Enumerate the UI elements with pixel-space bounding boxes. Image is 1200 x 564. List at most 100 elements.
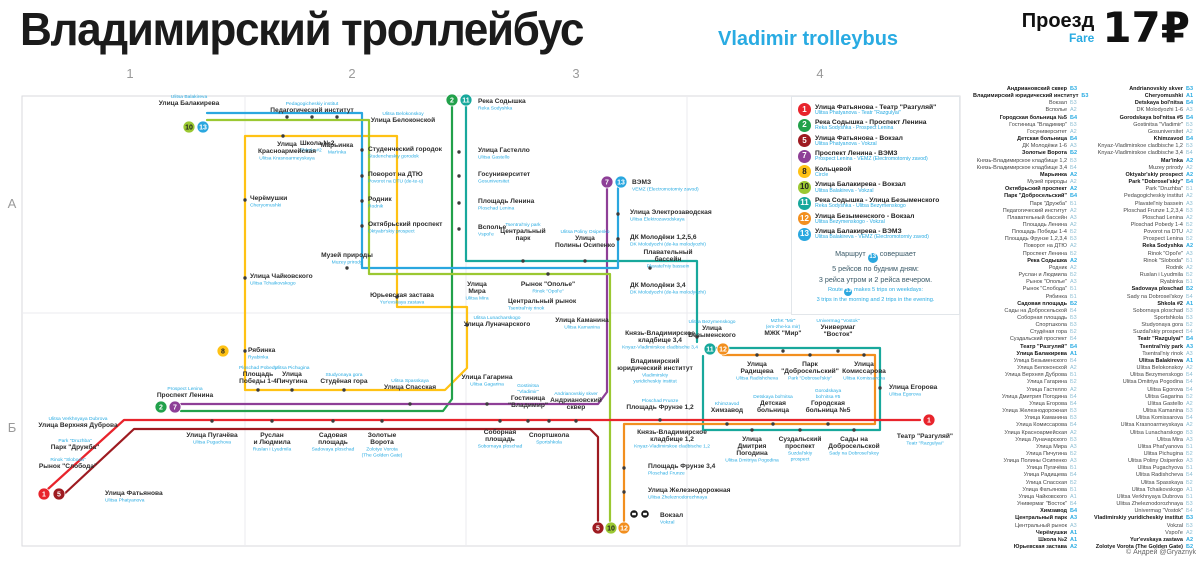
station-tick [808, 353, 812, 357]
route-13-note: Маршрут 13 совершает 5 рейсов по будним … [791, 248, 960, 305]
legend-route-name-ru: Проспект Ленина - ВЭМЗ [815, 150, 898, 158]
fare-label-en: Fare [1068, 31, 1095, 45]
index-entry-name: Городская больница №5 [999, 114, 1067, 121]
index-entry-grid-ref: Б3 [1070, 86, 1078, 92]
station-label: Рынок "Слобода" [39, 462, 97, 470]
index-entry-grid-ref: Б3 [1081, 93, 1089, 100]
route-terminus-number: 12 [620, 525, 628, 532]
station-tick [695, 335, 699, 339]
index-entry-grid-ref: Б3 [1070, 100, 1077, 107]
legend-route-name-en: Ulitsa Bezymenskogo - Vokzal [815, 218, 885, 225]
station-label: Марьинка [321, 142, 354, 149]
index-entry-grid-ref: Б3 [1186, 515, 1194, 522]
station-tick [395, 295, 399, 299]
route-terminus-number: 1 [42, 491, 46, 498]
route-terminus-badge [617, 521, 631, 535]
index-entry-name: Рынок "Ополье" [1026, 279, 1067, 286]
station-tick [243, 349, 247, 353]
station-tick [360, 174, 364, 178]
station-tick [342, 388, 346, 392]
index-entry-name: Улица Фатьянова [1022, 486, 1067, 493]
station-tick [285, 115, 289, 119]
grid-column-label: 2 [348, 66, 355, 81]
index-entry-grid-ref: Б4 [1186, 508, 1193, 515]
index-entry-name: Улица Пичугина [1026, 450, 1067, 457]
index-entry-name: Улица Красноармейская [1004, 429, 1067, 436]
station-tick [616, 212, 620, 216]
station-label-en: MZhK "Mir"(em-zhe-ka mir) [766, 318, 801, 330]
station-tick [750, 428, 754, 432]
index-entry-grid-ref: А2 [1070, 128, 1077, 135]
index-entry: Универмаг "Восток"Б4 [973, 501, 1082, 508]
index-entry-grid-ref: Б1 [1186, 493, 1193, 500]
station-tick [521, 259, 525, 263]
index-entry-name: Улица Дмитрия Погодина [1001, 393, 1067, 400]
index-entry-name: Родник [1048, 264, 1067, 271]
index-entry-grid-ref: А1 [1070, 493, 1077, 500]
station-label: Река Содышка [478, 98, 526, 105]
index-entry-name: Ulitsa Mira [1157, 436, 1183, 443]
index-entry-name: Park "Dobrosel'skiy" [1128, 179, 1183, 186]
index-entry-name: Улица Луначарского [1015, 436, 1067, 443]
station-label: Улица Каманина [555, 317, 609, 324]
index-entry-name: Ulitsa Krasnoarmeyskaya [1120, 422, 1183, 429]
index-entry-grid-ref: Б4 [1070, 136, 1078, 143]
index-entry-grid-ref: Б4 [1186, 386, 1193, 393]
station-label-en: Shkola #2 [300, 148, 322, 154]
station-tick [658, 418, 662, 422]
station-label-en: Mar'inka [328, 150, 347, 156]
index-entry-grid-ref: Б4 [1070, 164, 1077, 171]
station-tick [256, 388, 260, 392]
index-entry-name: Улица Гастелло [1026, 386, 1068, 393]
route-terminus-number: 5 [596, 525, 600, 532]
index-entry-name: Князь-Владимирское кладбище 3,4 [976, 164, 1067, 171]
station-label: Студёная гора [320, 378, 368, 385]
station-label: Рынок "Ополье" [521, 281, 575, 288]
station-label: Юрьевская застава [370, 292, 434, 299]
station-tick [360, 224, 364, 228]
index-entry-grid-ref: Б1 [1186, 186, 1193, 193]
index-entry-name: Юрьевская застава [1013, 544, 1067, 550]
index-entry-name: Улица Гагарина [1026, 379, 1067, 386]
station-label-en: Ploschad Frunze [642, 398, 679, 404]
station-tick [243, 198, 247, 202]
index-entry-grid-ref: А1 [1186, 93, 1194, 100]
index-entry-name: Студёная гора [1029, 329, 1067, 336]
station-label: Улица Пугачёва [186, 432, 238, 439]
index-entry-name: Черёмушки [1035, 529, 1067, 536]
route-badge: 7 [798, 149, 811, 163]
station-tick [725, 422, 729, 426]
index-entry-name: Mar'inka [1160, 157, 1183, 164]
station-label: ДК Молодёжи 1,2,5,6 [630, 234, 697, 241]
index-entry-grid-ref: Б3 [1186, 143, 1193, 150]
